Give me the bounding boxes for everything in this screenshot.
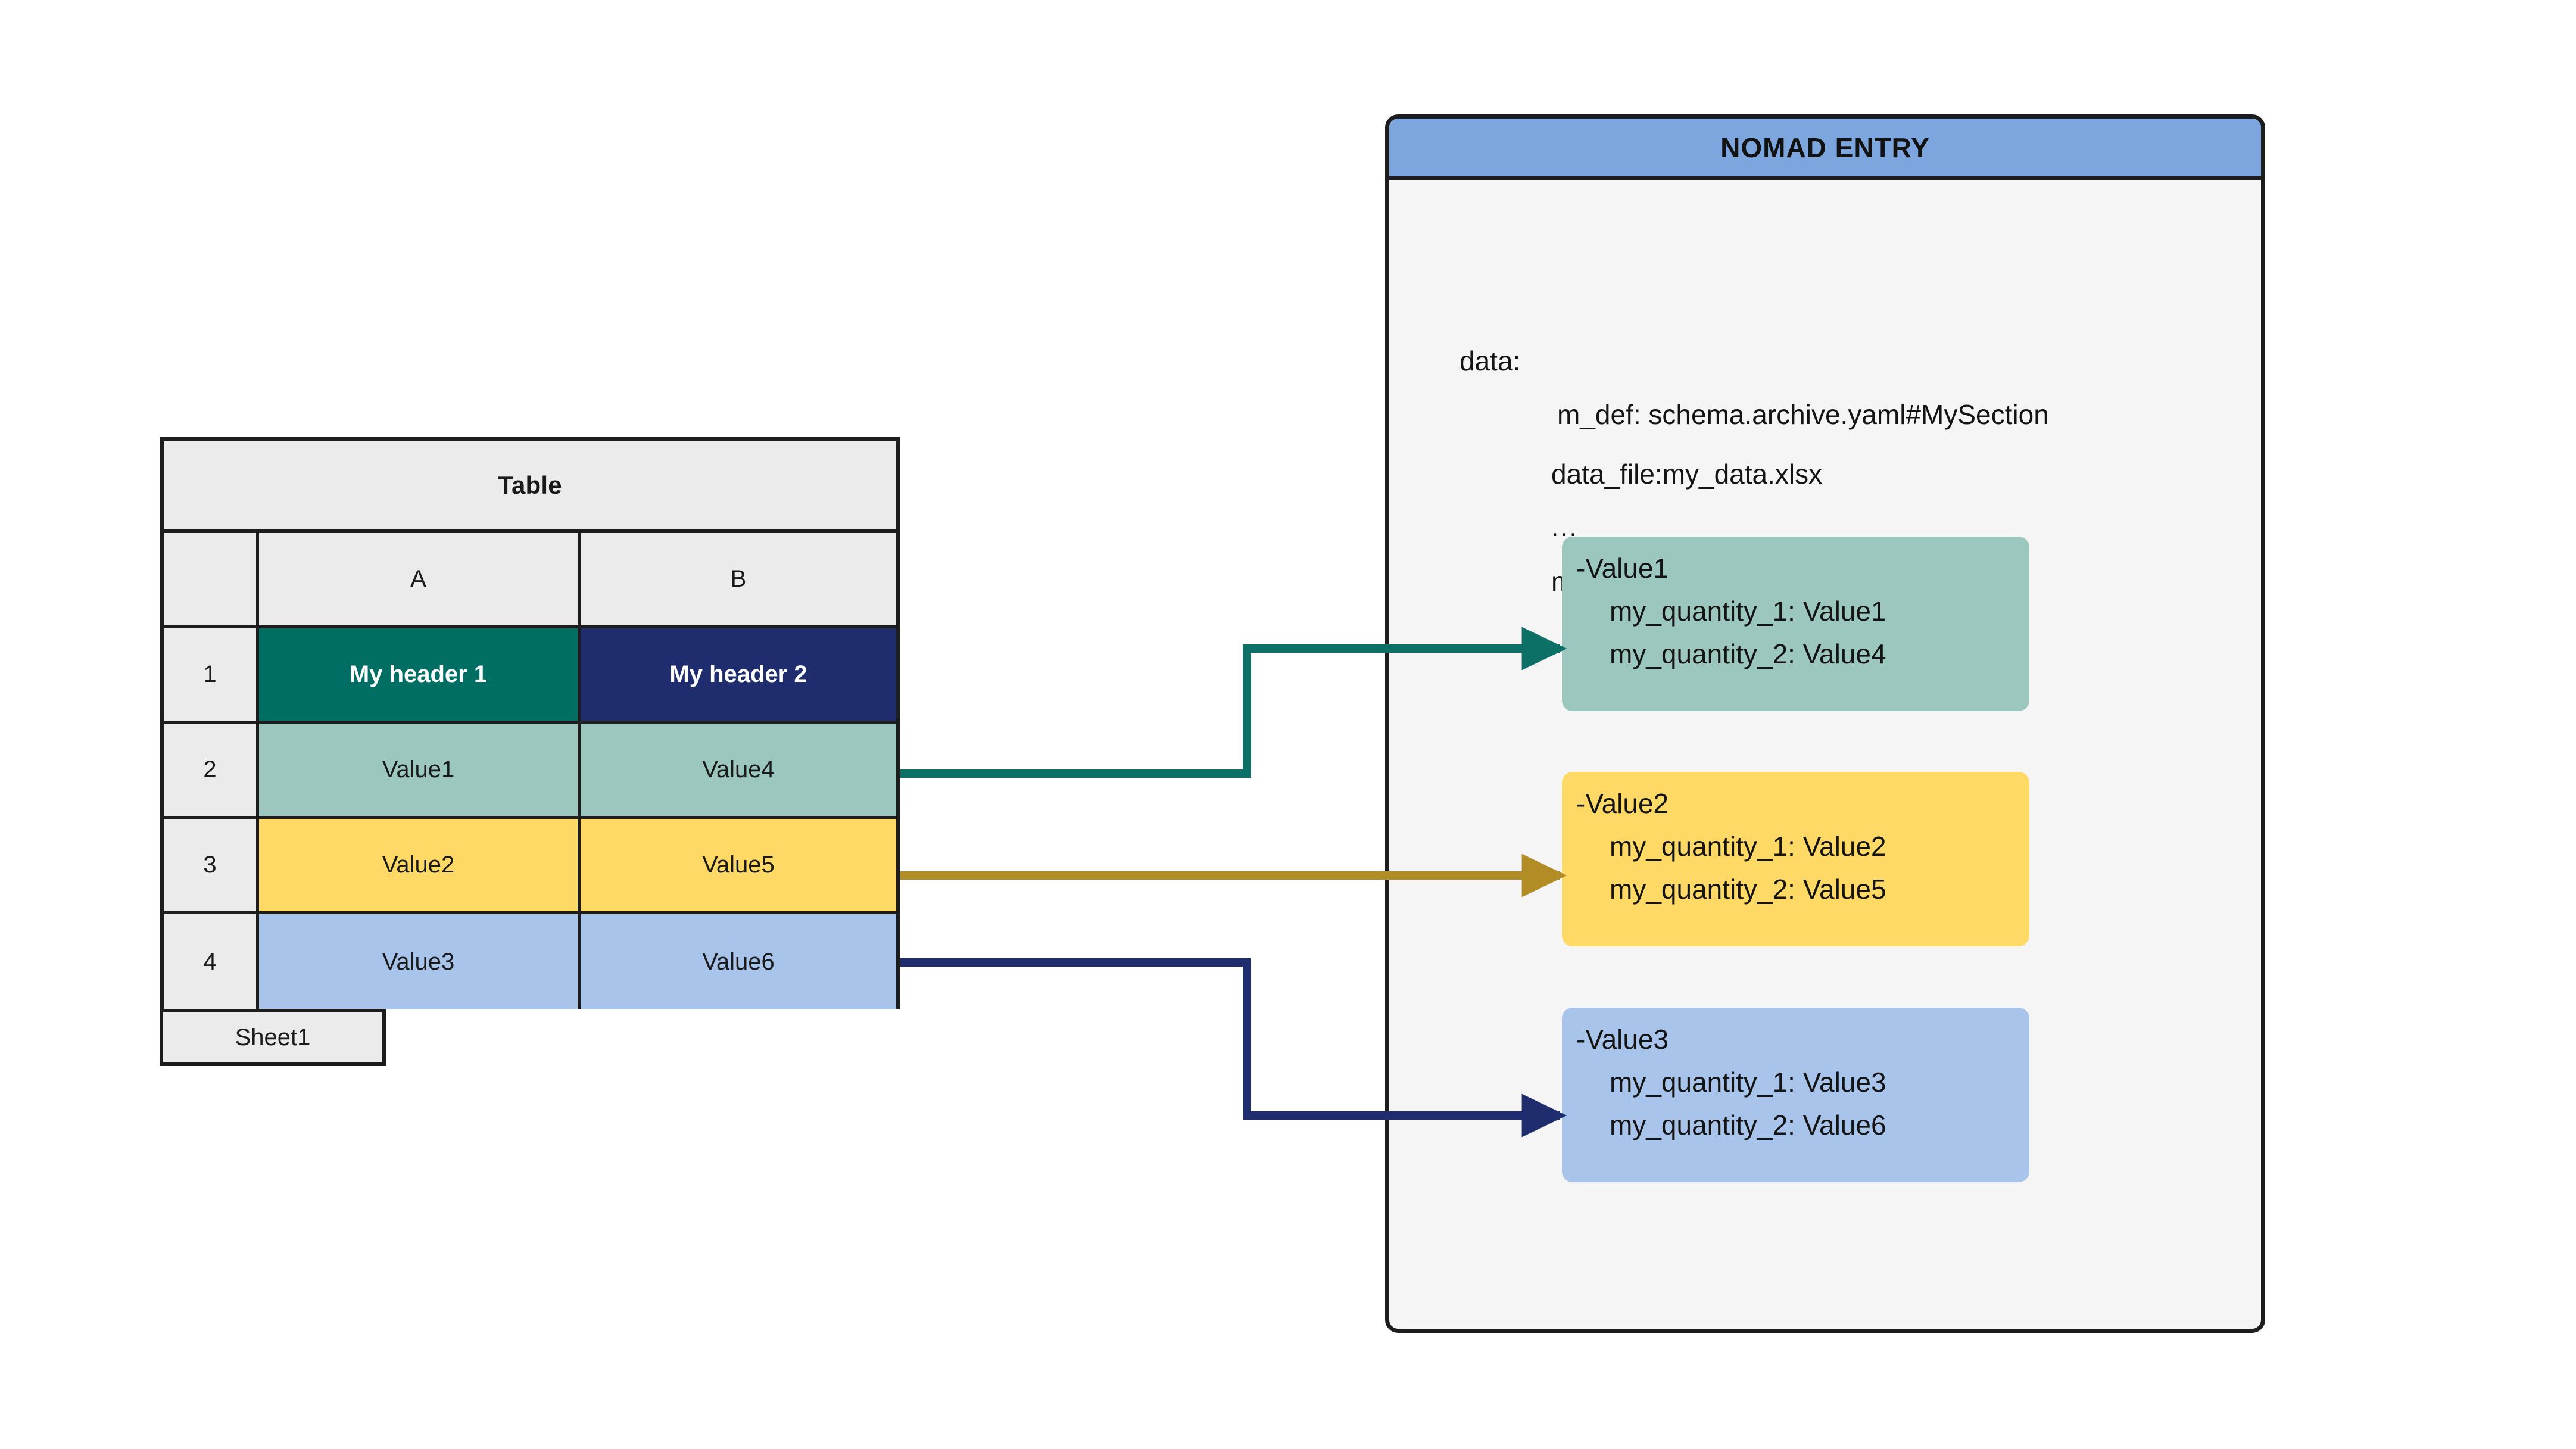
sub-section-2-quantity-1: my_quantity_1: Value2 xyxy=(1610,831,1886,862)
row-number-4: 4 xyxy=(164,914,259,1009)
cell-a4[interactable]: Value3 xyxy=(259,914,581,1009)
row-number-1: 1 xyxy=(164,628,259,724)
nomad-entry-title: NOMAD ENTRY xyxy=(1720,132,1930,163)
column-header-a: A xyxy=(259,533,581,628)
sub-section-3-quantity-2: my_quantity_2: Value6 xyxy=(1610,1110,1886,1140)
sub-section-box-2: -Value2 my_quantity_1: Value2 my_quantit… xyxy=(1562,772,2029,946)
column-header-b: B xyxy=(581,533,896,628)
grid-corner-cell xyxy=(164,533,259,628)
sub-section-1-quantity-1: my_quantity_1: Value1 xyxy=(1610,596,1886,627)
row-number-3: 3 xyxy=(164,819,259,914)
cell-b4[interactable]: Value6 xyxy=(581,914,896,1009)
cell-a1[interactable]: My header 1 xyxy=(259,628,581,724)
sheet-tab-label: Sheet1 xyxy=(235,1024,311,1051)
sub-section-1-quantity-2: my_quantity_2: Value4 xyxy=(1610,638,1886,669)
cell-a3[interactable]: Value2 xyxy=(259,819,581,914)
sub-section-3-quantity-1: my_quantity_1: Value3 xyxy=(1610,1067,1886,1098)
cell-b1[interactable]: My header 2 xyxy=(581,628,896,724)
cell-b3[interactable]: Value5 xyxy=(581,819,896,914)
spreadsheet-title: Table xyxy=(498,470,562,499)
nomad-entry-header: NOMAD ENTRY xyxy=(1389,119,2261,180)
spreadsheet-grid: A B 1 My header 1 My header 2 2 Value1 V… xyxy=(164,533,896,1009)
nomad-entry-panel: NOMAD ENTRY data: m_def: schema.archive.… xyxy=(1385,114,2265,1333)
yaml-line-data: data: xyxy=(1459,345,1521,376)
sub-section-box-3: -Value3 my_quantity_1: Value3 my_quantit… xyxy=(1562,1008,2029,1182)
spreadsheet-title-row: Table xyxy=(164,441,896,533)
row-number-2: 2 xyxy=(164,724,259,819)
spreadsheet-table: Table A B 1 My header 1 My header 2 2 Va… xyxy=(160,437,900,1009)
yaml-line-m-def: m_def: schema.archive.yaml#MySection xyxy=(1557,399,2049,430)
sub-section-box-1: -Value1 my_quantity_1: Value1 my_quantit… xyxy=(1562,537,2029,711)
sub-section-2-bullet: -Value2 xyxy=(1576,788,1669,819)
sub-section-2-quantity-2: my_quantity_2: Value5 xyxy=(1610,874,1886,905)
cell-a2[interactable]: Value1 xyxy=(259,724,581,819)
sheet-tab-sheet1[interactable]: Sheet1 xyxy=(160,1009,386,1066)
yaml-line-data-file: data_file:my_data.xlsx xyxy=(1551,459,1823,490)
cell-b2[interactable]: Value4 xyxy=(581,724,896,819)
sub-section-3-bullet: -Value3 xyxy=(1576,1024,1669,1055)
sub-section-1-bullet: -Value1 xyxy=(1576,553,1669,584)
